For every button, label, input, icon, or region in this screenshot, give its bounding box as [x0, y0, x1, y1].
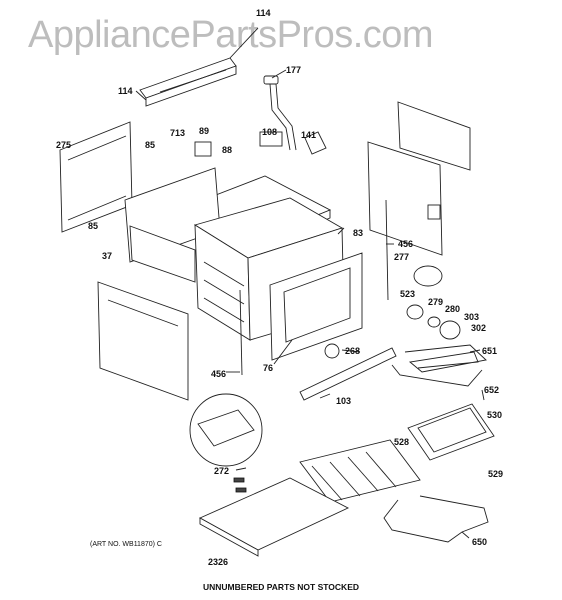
- callout-85-top: 85: [145, 140, 156, 150]
- leader-lines: [135, 27, 485, 539]
- callout-652: 652: [484, 385, 500, 395]
- callout-114-left: 114: [118, 86, 133, 96]
- callout-523: 523: [400, 289, 416, 299]
- detail-inset-part: [189, 393, 263, 467]
- vent-trim-part: [139, 57, 237, 107]
- lower-side-panel-part: [129, 225, 196, 283]
- bake-element-part: [383, 495, 489, 543]
- callout-85-bottom: 85: [88, 221, 99, 231]
- callout-76: 76: [263, 363, 274, 373]
- oven-rack-part: [299, 439, 421, 503]
- watermark-text: AppliancePartsPros.com: [28, 14, 434, 56]
- callout-280: 280: [445, 304, 461, 314]
- callout-141: 141: [301, 130, 317, 140]
- callout-275: 275: [56, 140, 72, 150]
- callout-651: 651: [482, 346, 498, 356]
- art-number: (ART NO. WB11870) C: [90, 541, 162, 548]
- callout-650: 650: [472, 537, 488, 547]
- callout-37: 37: [102, 251, 113, 261]
- knob-parts: [324, 265, 461, 359]
- callout-114-top: 114: [256, 8, 271, 18]
- broiler-pan-part: [407, 403, 495, 461]
- callout-456-left: 456: [211, 369, 227, 379]
- callout-529: 529: [488, 469, 504, 479]
- rod-456-left: [239, 289, 243, 376]
- footer-note: UNNUMBERED PARTS NOT STOCKED: [203, 582, 359, 592]
- door-frame-part: [269, 252, 363, 361]
- bottom-panel-part: [198, 477, 350, 557]
- callout-713: 713: [170, 128, 186, 138]
- callout-88: 88: [222, 145, 233, 155]
- callout-272: 272: [214, 466, 230, 476]
- callout-2326: 2326: [208, 557, 229, 567]
- rod-456-right: [385, 199, 389, 301]
- callout-528: 528: [394, 437, 410, 447]
- callout-89: 89: [199, 126, 210, 136]
- callout-530: 530: [487, 410, 503, 420]
- broil-element-part: [391, 344, 487, 387]
- left-side-panel-part: [59, 121, 133, 233]
- right-side-panel-part: [367, 101, 471, 256]
- callout-177: 177: [286, 65, 302, 75]
- callout-279: 279: [428, 297, 444, 307]
- callout-108: 108: [262, 127, 278, 137]
- vent-trim-103-part: [299, 347, 397, 401]
- callout-83: 83: [353, 228, 364, 238]
- vent-tube-part: [263, 75, 297, 151]
- callout-277: 277: [394, 252, 410, 262]
- callout-456-right: 456: [398, 239, 414, 249]
- callout-103: 103: [336, 396, 352, 406]
- callout-302: 302: [471, 323, 487, 333]
- lower-left-panel-part: [97, 281, 189, 401]
- callout-268: 268: [345, 346, 361, 356]
- callout-303: 303: [464, 312, 480, 322]
